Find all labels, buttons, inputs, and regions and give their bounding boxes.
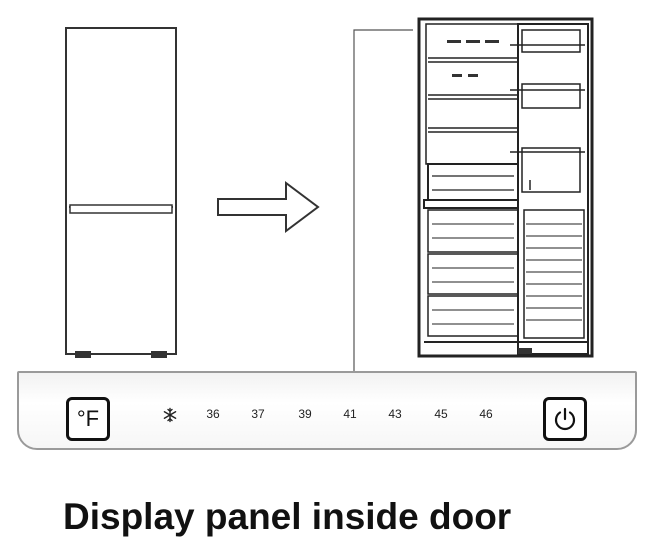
open-fridge [417, 17, 594, 358]
display-panel: °F 36 37 39 41 43 45 46 [17, 371, 637, 450]
temp-option-41: 41 [343, 407, 357, 421]
temp-option-45: 45 [434, 407, 448, 421]
temp-option-39: 39 [298, 407, 312, 421]
caption: Display panel inside door [63, 496, 512, 537]
temp-option-43: 43 [388, 407, 402, 421]
unit-label: °F [76, 406, 100, 431]
snowflake-icon [163, 407, 177, 423]
temp-option-37: 37 [251, 407, 265, 421]
leader-line [353, 29, 413, 371]
fahrenheit-button[interactable]: °F [66, 397, 110, 441]
arrow-right-icon [217, 181, 320, 233]
power-icon [554, 407, 576, 431]
fridge-illustration [65, 17, 594, 371]
closed-fridge [65, 27, 177, 358]
temp-option-36: 36 [206, 407, 220, 421]
power-button[interactable] [543, 397, 587, 441]
temp-option-46: 46 [479, 407, 493, 421]
